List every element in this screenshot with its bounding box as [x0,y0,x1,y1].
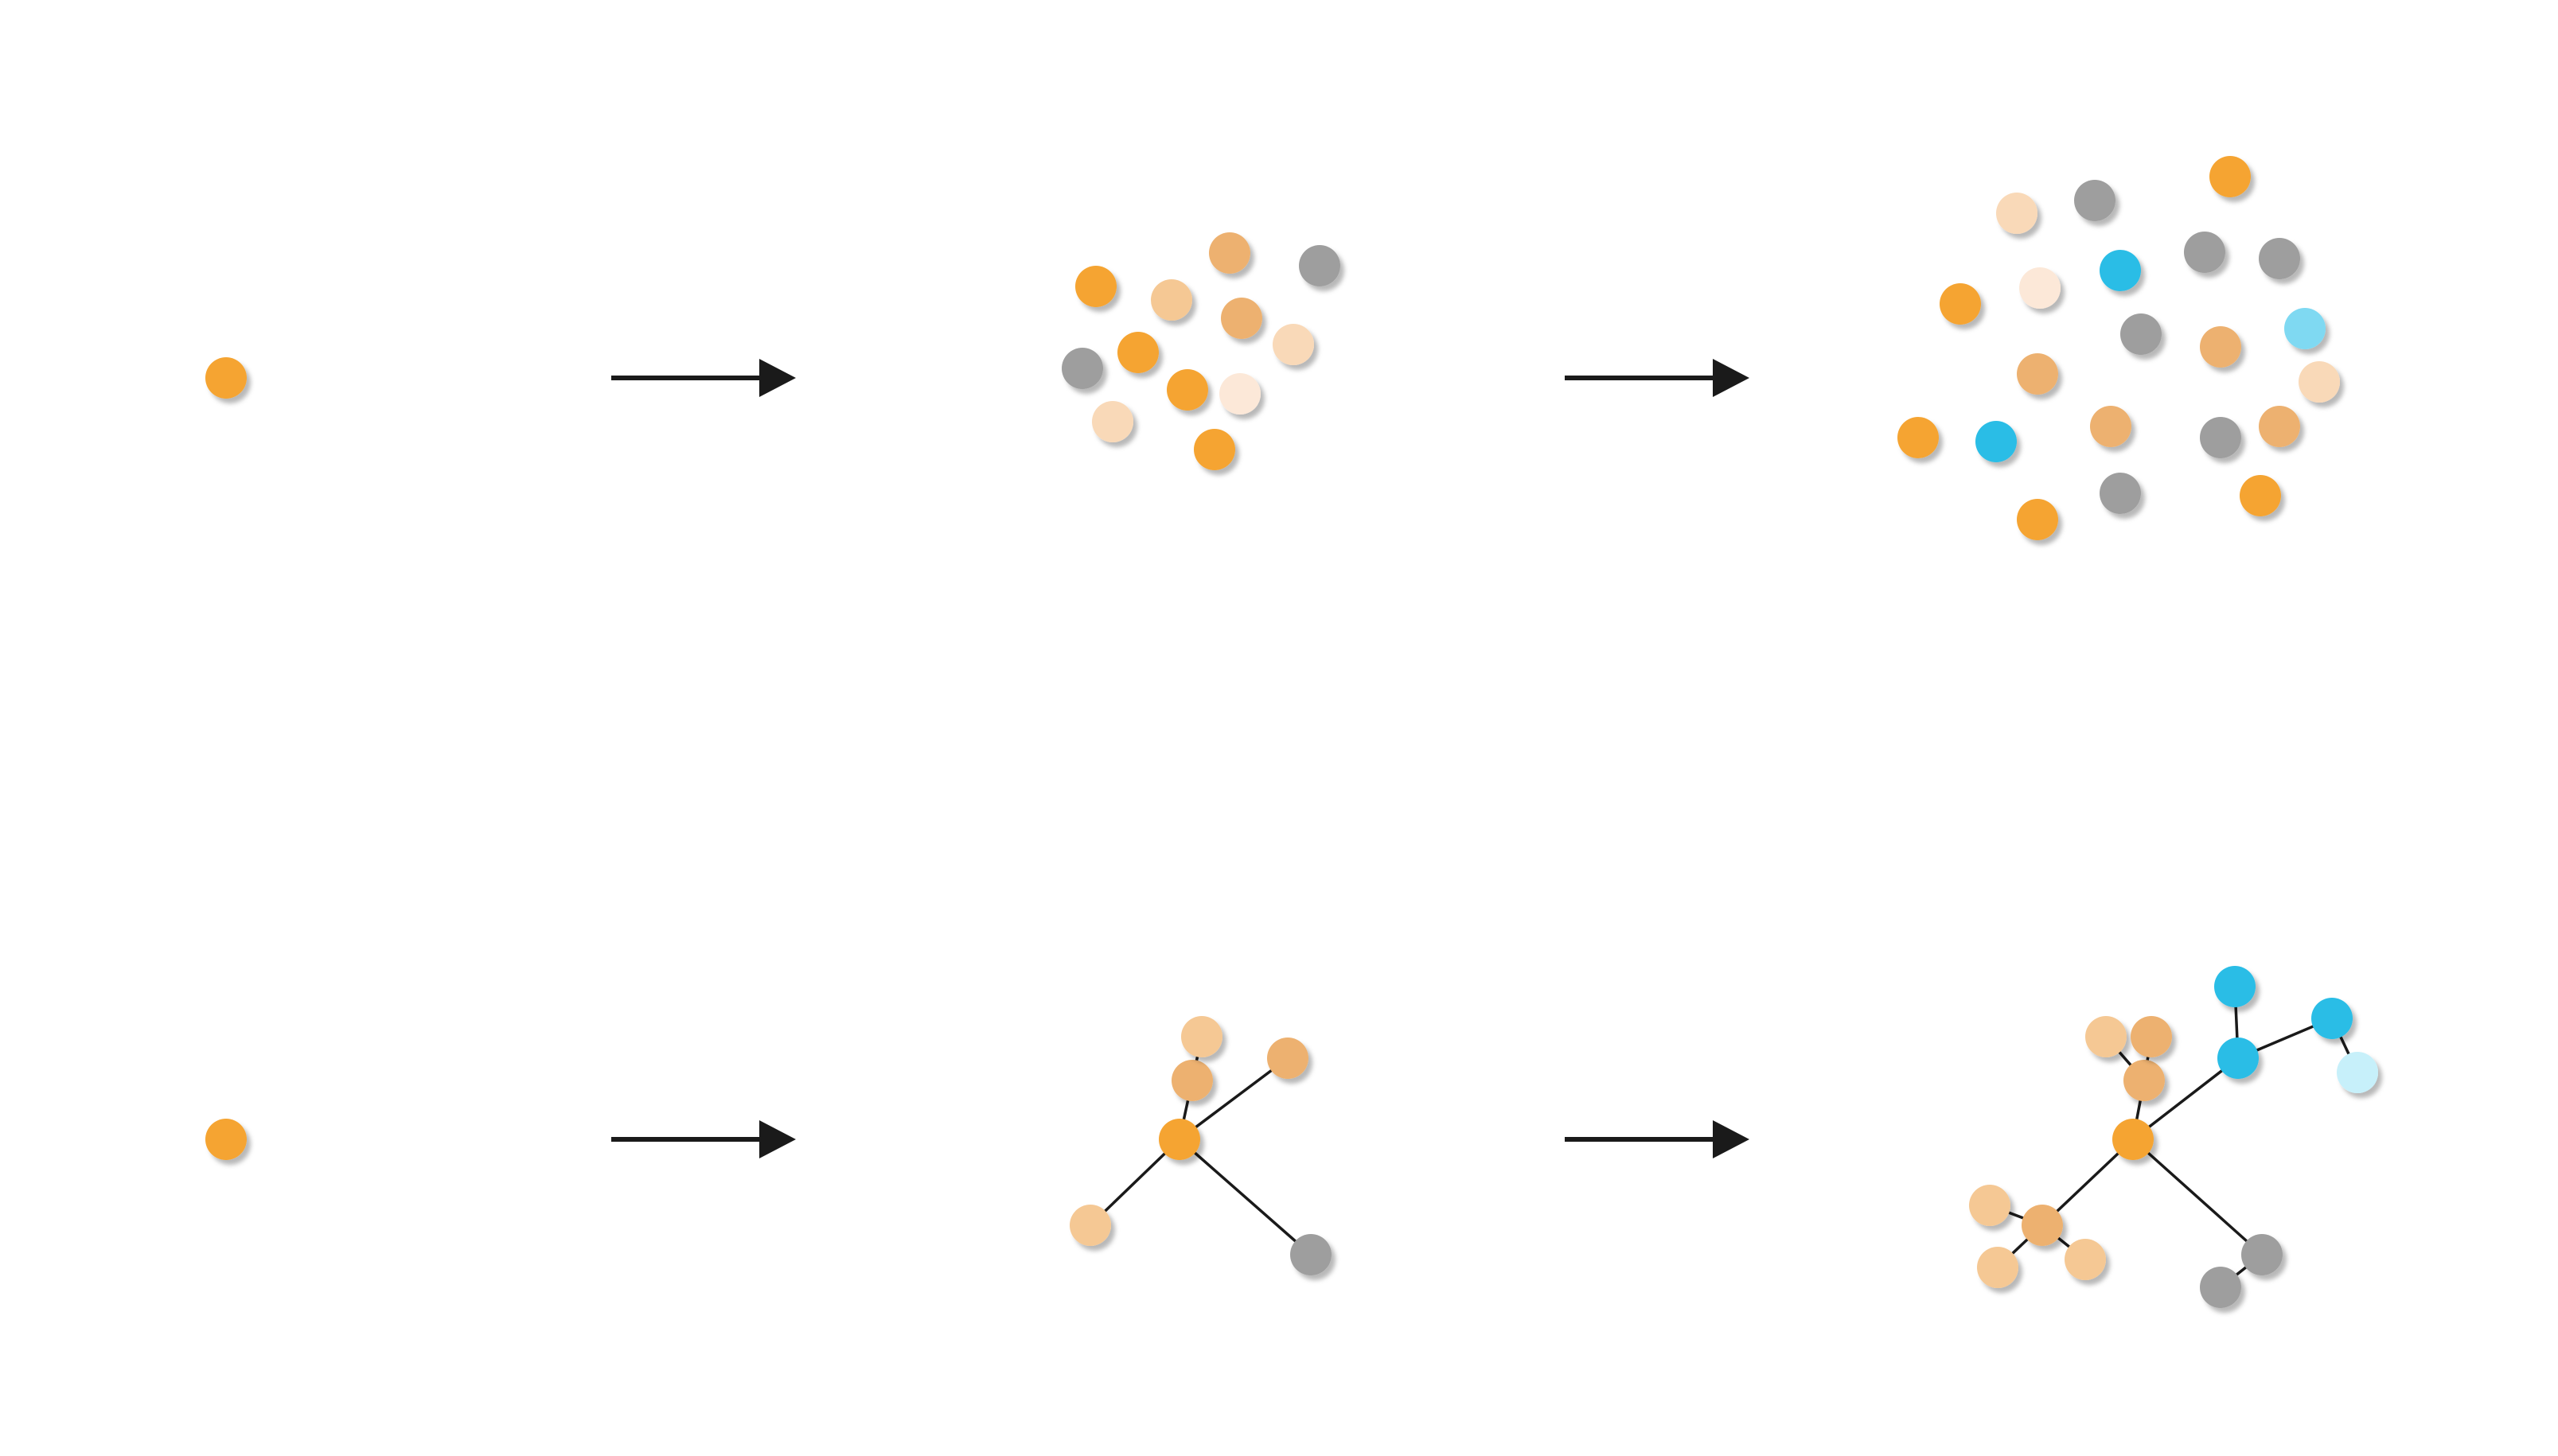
unconnected-growth-cluster [1062,232,1340,470]
node-peach [1181,1016,1222,1057]
network-edge [2131,1057,2240,1141]
node-peach [1070,1205,1111,1246]
node-tan [2131,1016,2172,1057]
node-gray [2200,1267,2241,1308]
network-edge [2131,1138,2264,1256]
node-orange [205,357,247,399]
arrow-head [1713,359,1749,397]
node-gray [2074,180,2115,221]
node-gray [2100,473,2141,514]
node-pale-peach [2019,267,2061,309]
node-light-peach [1996,193,2037,234]
node-gray [2259,238,2300,279]
node-peach [1969,1185,2010,1226]
node-gray [2200,417,2241,458]
connected-network-large-tree [1969,966,2378,1308]
node-light-peach [1273,324,1314,365]
network-edge [2041,1138,2135,1227]
arrow-head [1713,1120,1749,1158]
node-pale-blue [2337,1052,2378,1093]
row-1-arrow-1 [611,359,796,397]
row-1-arrow-2 [1565,359,1749,397]
arrow-head [759,1120,796,1158]
node-gray [2120,313,2162,355]
connected-network-small-tree [1070,1016,1332,1275]
node-pale-peach [1219,373,1261,415]
node-tan [1209,232,1250,274]
node-tan [1172,1060,1213,1101]
node-orange [1194,429,1235,470]
row-2-arrow-2 [1565,1120,1749,1158]
node-blue [2311,998,2353,1039]
node-light-peach [1092,401,1133,442]
node-light-blue [2284,308,2326,349]
unconnected-growth-single [205,357,247,399]
node-peach [1977,1247,2018,1288]
node-tan [1221,298,1262,339]
node-tan [2090,406,2131,447]
node-tan [2017,353,2058,395]
node-orange [205,1119,247,1160]
node-gray [2184,232,2225,273]
node-orange [2017,499,2058,540]
node-gray [2241,1234,2283,1275]
node-orange [2112,1119,2154,1160]
node-peach [1151,279,1192,321]
node-tan [2259,406,2300,447]
node-light-peach [2299,361,2340,403]
node-orange [1117,332,1159,373]
connected-network-single [205,1119,247,1160]
node-orange [1940,283,1981,325]
arrows-layer [611,359,1749,1158]
node-orange [2209,156,2251,197]
node-peach [2085,1016,2127,1057]
node-gray [1299,245,1340,286]
node-tan [2200,326,2241,368]
network-edge [1178,1057,1289,1141]
node-orange [1897,417,1939,458]
network-edge [1178,1138,1312,1256]
node-orange [2240,475,2281,516]
node-tan [2123,1060,2165,1101]
row-2-arrow-1 [611,1120,796,1158]
node-tan [2022,1205,2063,1246]
node-tan [1267,1037,1308,1079]
node-orange [1159,1119,1200,1160]
node-blue [2100,250,2141,291]
node-blue [1975,421,2017,462]
arrow-head [759,359,796,397]
node-blue [2217,1037,2259,1079]
node-gray [1062,348,1103,389]
node-peach [2065,1239,2106,1280]
node-orange [1167,369,1208,411]
unconnected-growth-large-cluster [1897,156,2340,540]
node-blue [2214,966,2256,1007]
nodes-layer [205,156,2378,1308]
node-gray [1290,1234,1332,1275]
node-orange [1075,266,1117,307]
